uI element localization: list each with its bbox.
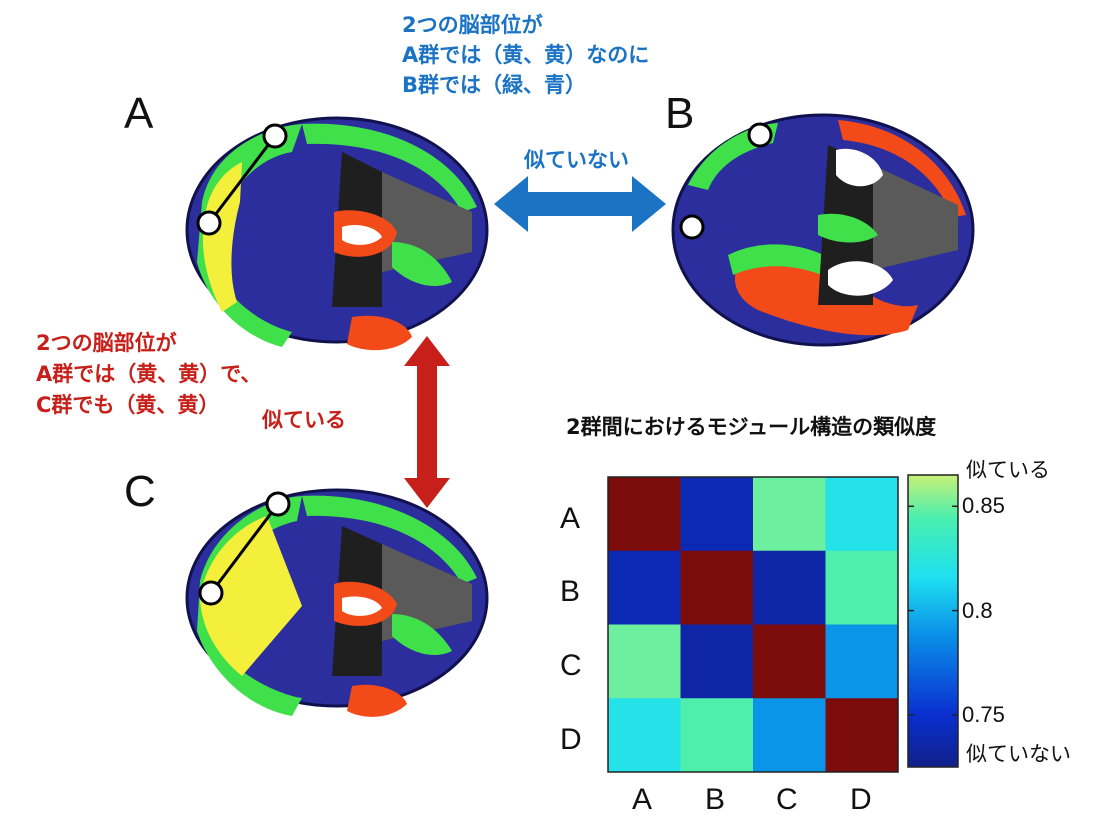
brain-b-image (671, 113, 975, 347)
heatmap-cell-c-d (825, 624, 899, 699)
heatmap-colorbar (907, 474, 959, 768)
ab-double-arrow (494, 176, 666, 232)
brain-c-label: C (124, 467, 156, 516)
colorbar-tick-label: 0.75 (962, 701, 1005, 727)
row-label-d: D (560, 723, 582, 756)
heatmap-cell-b-d (825, 550, 899, 625)
ac-note-line-2: A群では（黄、黄）で、 (36, 362, 262, 386)
brain-b-label: B (665, 89, 695, 138)
heatmap-cell-a-b (680, 477, 754, 552)
ab-arrow-label: 似ていない (524, 148, 629, 172)
heatmap-cell-b-a (608, 550, 681, 625)
heatmap-cell-d-c (753, 698, 826, 773)
similarity-heatmap (607, 476, 899, 773)
heatmap-title: 2群間におけるモジュール構造の類似度 (566, 415, 937, 439)
colorbar-top-label: 似ている (966, 458, 1050, 482)
col-label-d: D (850, 783, 872, 816)
colorbar-ticks (908, 505, 958, 716)
heatmap-cell-c-c (753, 624, 826, 699)
row-label-c: C (560, 649, 582, 682)
brain-b-points (679, 122, 773, 240)
brain-c-connection (198, 491, 291, 606)
ac-double-arrow (404, 336, 450, 508)
brain-a-label: A (124, 89, 154, 138)
brain-c-image (185, 488, 489, 717)
colorbar-bottom-label: 似ていない (966, 742, 1071, 766)
col-label-b: B (705, 783, 726, 816)
ab-note-line-1: 2つの脳部位が (402, 13, 543, 37)
ab-comparison-note: 2つの脳部位が A群では（黄、黄）なのに B群では（緑、青） (402, 10, 649, 100)
ac-comparison-note: 2つの脳部位が A群では（黄、黄）で、 C群でも（黄、黄） (36, 328, 261, 421)
heatmap-cell-d-b (680, 698, 754, 773)
ac-note-line-3: C群でも（黄、黄） (36, 393, 220, 417)
heatmap-cell-c-a (608, 624, 681, 699)
heatmap-cell-b-c (753, 550, 826, 625)
ab-note-line-3: B群では（緑、青） (402, 73, 587, 97)
brain-a-image (185, 116, 489, 351)
heatmap-cell-a-a (608, 477, 681, 552)
heatmap-cell-b-b (680, 550, 754, 625)
row-label-b: B (560, 575, 581, 608)
colorbar-tick-label: 0.8 (962, 597, 993, 623)
ac-arrow-label: 似ている (262, 408, 346, 432)
heatmap-cell-d-d (825, 698, 899, 773)
heatmap-cell-d-a (608, 698, 681, 773)
col-label-a: A (632, 783, 653, 816)
heatmap-cell-a-c (753, 477, 826, 552)
colorbar-tick-label: 0.85 (962, 493, 1005, 519)
heatmap-cells (608, 477, 899, 773)
brain-a-connection (196, 123, 288, 236)
ac-note-line-1: 2つの脳部位が (36, 331, 177, 355)
col-label-c: C (776, 783, 798, 816)
heatmap-cell-a-d (825, 477, 899, 552)
row-label-a: A (560, 502, 581, 535)
heatmap-cell-c-b (680, 624, 754, 699)
ab-note-line-2: A群では（黄、黄）なのに (402, 43, 650, 67)
